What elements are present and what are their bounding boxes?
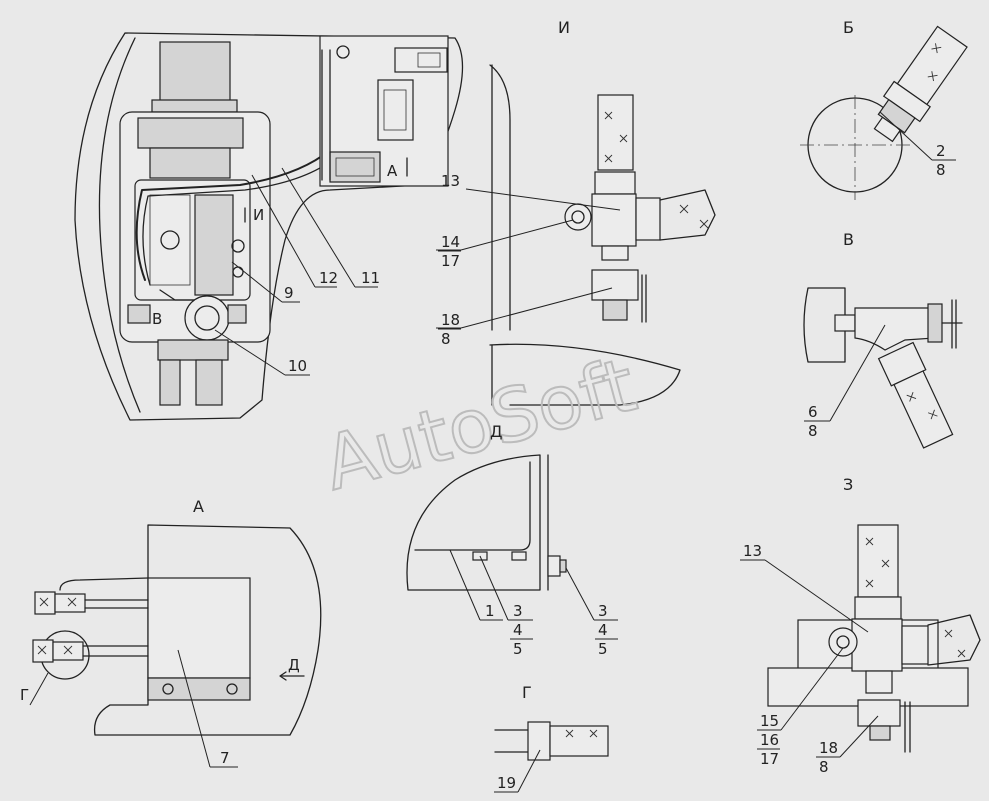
callout-number: 11 bbox=[361, 269, 380, 287]
callout-number: 17 bbox=[441, 252, 460, 270]
callout-number: 16 bbox=[760, 731, 779, 749]
callout-c7: 7 bbox=[220, 749, 230, 767]
view-g-title: Г bbox=[522, 683, 532, 702]
callout-number: 1 bbox=[485, 602, 495, 620]
view-b: Б bbox=[800, 18, 968, 200]
callout-number: 9 bbox=[284, 284, 294, 302]
callout-number: 19 bbox=[497, 774, 516, 792]
callout-number: 10 bbox=[288, 357, 307, 375]
callout-c11: 11 bbox=[361, 269, 380, 287]
callout-number: 18 bbox=[819, 739, 838, 757]
callout-number: 6 bbox=[808, 403, 818, 421]
view-b-title: Б bbox=[843, 18, 854, 37]
view-a: А Г Д bbox=[20, 497, 322, 736]
callout-c3a: 345 bbox=[510, 602, 533, 658]
callout-number: 8 bbox=[441, 330, 451, 348]
callout-number: 13 bbox=[441, 172, 460, 190]
callout-c1: 1 bbox=[485, 602, 495, 620]
main-view: В А И bbox=[74, 32, 464, 421]
callout-number: 2 bbox=[936, 142, 946, 160]
callout-c9: 9 bbox=[284, 284, 294, 302]
callout-c13i: 13 bbox=[441, 172, 460, 190]
view-marker-b: В bbox=[152, 310, 162, 328]
callout-c18i: 188 bbox=[438, 311, 461, 348]
callout-number: 4 bbox=[513, 621, 523, 639]
callout-number: 12 bbox=[319, 269, 338, 287]
callout-number: 4 bbox=[598, 621, 608, 639]
callout-c13z: 13 bbox=[743, 542, 762, 560]
watermark: AutoSoft bbox=[314, 341, 645, 508]
view-i-title: И bbox=[558, 18, 570, 37]
callout-number: 3 bbox=[598, 602, 608, 620]
view-i: И bbox=[489, 18, 716, 406]
svg-text:AutoSoft: AutoSoft bbox=[315, 342, 644, 507]
view-marker-a: А bbox=[387, 162, 398, 180]
view-d: Д bbox=[406, 422, 567, 591]
callout-number: 3 bbox=[513, 602, 523, 620]
callout-number: 15 bbox=[760, 712, 779, 730]
view-a-title: А bbox=[193, 497, 204, 516]
callout-number: 5 bbox=[513, 640, 523, 658]
callout-number: 5 bbox=[598, 640, 608, 658]
callout-number: 18 bbox=[441, 311, 460, 329]
view-z: З bbox=[767, 475, 981, 753]
callout-c19: 19 bbox=[497, 774, 516, 792]
view-d-title: Д bbox=[490, 422, 503, 441]
view-g: Г bbox=[494, 683, 609, 761]
callout-number: 13 bbox=[743, 542, 762, 560]
callout-c2: 28 bbox=[933, 142, 956, 179]
view-a-arrow-d: Д bbox=[288, 656, 300, 674]
callout-c10: 10 bbox=[288, 357, 307, 375]
callout-c12: 12 bbox=[319, 269, 338, 287]
callout-number: 8 bbox=[808, 422, 818, 440]
view-marker-i: И bbox=[253, 206, 264, 224]
callout-number: 8 bbox=[936, 161, 946, 179]
view-v: В bbox=[803, 230, 963, 449]
callout-c6: 68 bbox=[805, 403, 828, 440]
callout-c18z: 188 bbox=[816, 739, 839, 776]
view-v-title: В bbox=[843, 230, 854, 249]
callout-c3b: 345 bbox=[595, 602, 618, 658]
view-a-callout-g: Г bbox=[20, 686, 29, 704]
callout-number: 8 bbox=[819, 758, 829, 776]
callout-number: 14 bbox=[441, 233, 460, 251]
callout-number: 17 bbox=[760, 750, 779, 768]
view-z-title: З bbox=[843, 475, 853, 494]
callout-number: 7 bbox=[220, 749, 230, 767]
